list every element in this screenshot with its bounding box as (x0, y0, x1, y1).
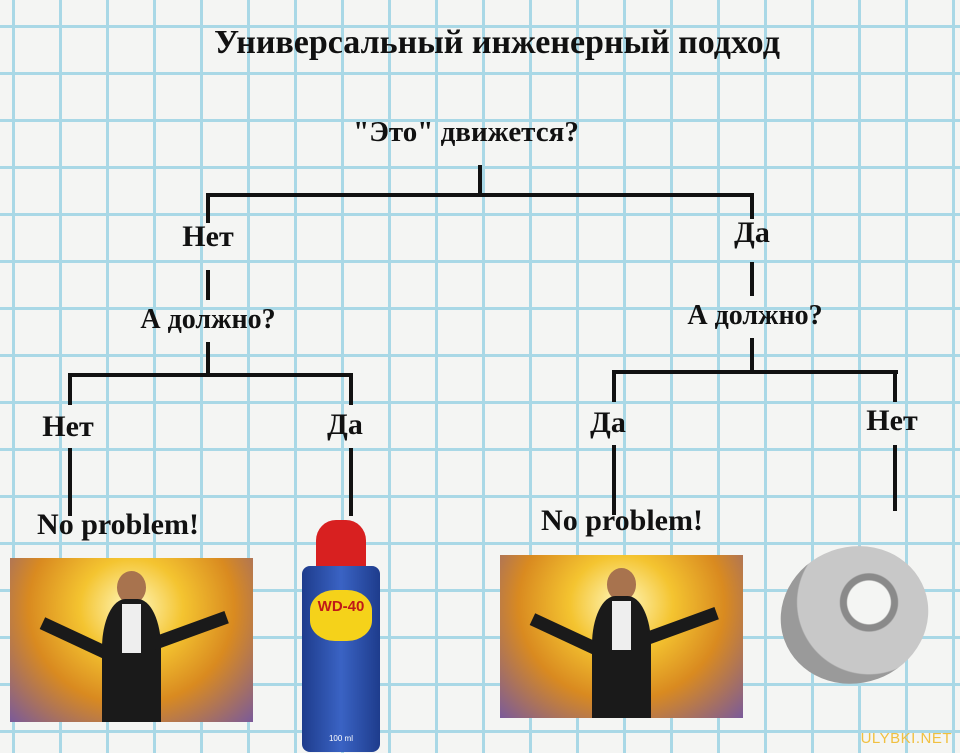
connector (206, 193, 210, 223)
connector (206, 193, 754, 197)
success-image (500, 555, 743, 718)
connector (612, 370, 898, 374)
left-answer: Нет (182, 220, 234, 253)
duct-tape-image (780, 530, 945, 700)
left-no-result: No problem! (37, 508, 199, 541)
right-answer: Да (734, 216, 770, 249)
connector (750, 262, 754, 296)
connector (68, 373, 72, 405)
connector (206, 342, 210, 377)
connector (478, 165, 482, 197)
connector (893, 370, 897, 402)
watermark: ULYBKI.NET (860, 730, 952, 747)
connector (612, 370, 616, 402)
right-yes-result: No problem! (541, 504, 703, 537)
connector (349, 448, 353, 516)
right-yes: Да (590, 406, 626, 439)
connector (893, 445, 897, 511)
connector (68, 448, 72, 516)
right-question: А должно? (687, 300, 823, 331)
success-image (10, 558, 253, 722)
left-yes: Да (327, 408, 363, 441)
connector (612, 445, 616, 515)
wd40-can-image: WD-40 100 ml (302, 520, 380, 752)
connector (750, 193, 754, 219)
left-question: А должно? (140, 304, 276, 335)
root-question: "Это" движется? (353, 116, 579, 148)
left-no: Нет (42, 410, 94, 443)
right-no: Нет (866, 404, 918, 437)
connector (349, 373, 353, 405)
connector (206, 270, 210, 300)
connector (68, 373, 353, 377)
connector (750, 338, 754, 374)
diagram-title: Универсальный инженерный подход (214, 24, 780, 61)
